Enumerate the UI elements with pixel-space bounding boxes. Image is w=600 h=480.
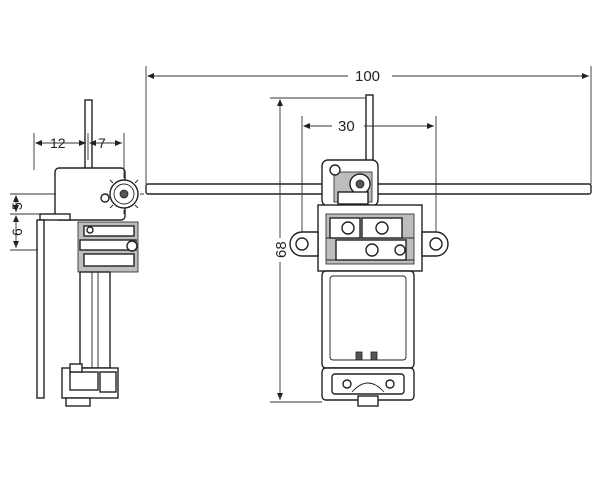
- side-bracket: [39, 213, 71, 221]
- front-motor-body: [321, 270, 415, 369]
- front-dimensions: 100 30 68: [145, 66, 592, 403]
- dim-overall-100: 100: [355, 68, 380, 85]
- dim-gear-span-30: 30: [338, 118, 355, 135]
- side-view: [36, 99, 144, 407]
- dim-side-12: 12: [50, 135, 66, 151]
- dim-side-7: 7: [98, 135, 106, 151]
- dim-height-68: 68: [273, 241, 290, 258]
- motor-terminal-right: [370, 351, 378, 361]
- front-vertical-shaft: [365, 94, 374, 166]
- dim-side-5: 5: [9, 202, 25, 210]
- front-gear-train: [325, 213, 415, 265]
- side-shaft: [84, 99, 93, 171]
- front-view: [145, 94, 592, 407]
- side-motor-body: [79, 271, 111, 369]
- side-dimensions: 12 7 5 6: [9, 133, 125, 251]
- dim-side-6: 6: [9, 228, 25, 236]
- motor-terminal-left: [355, 351, 363, 361]
